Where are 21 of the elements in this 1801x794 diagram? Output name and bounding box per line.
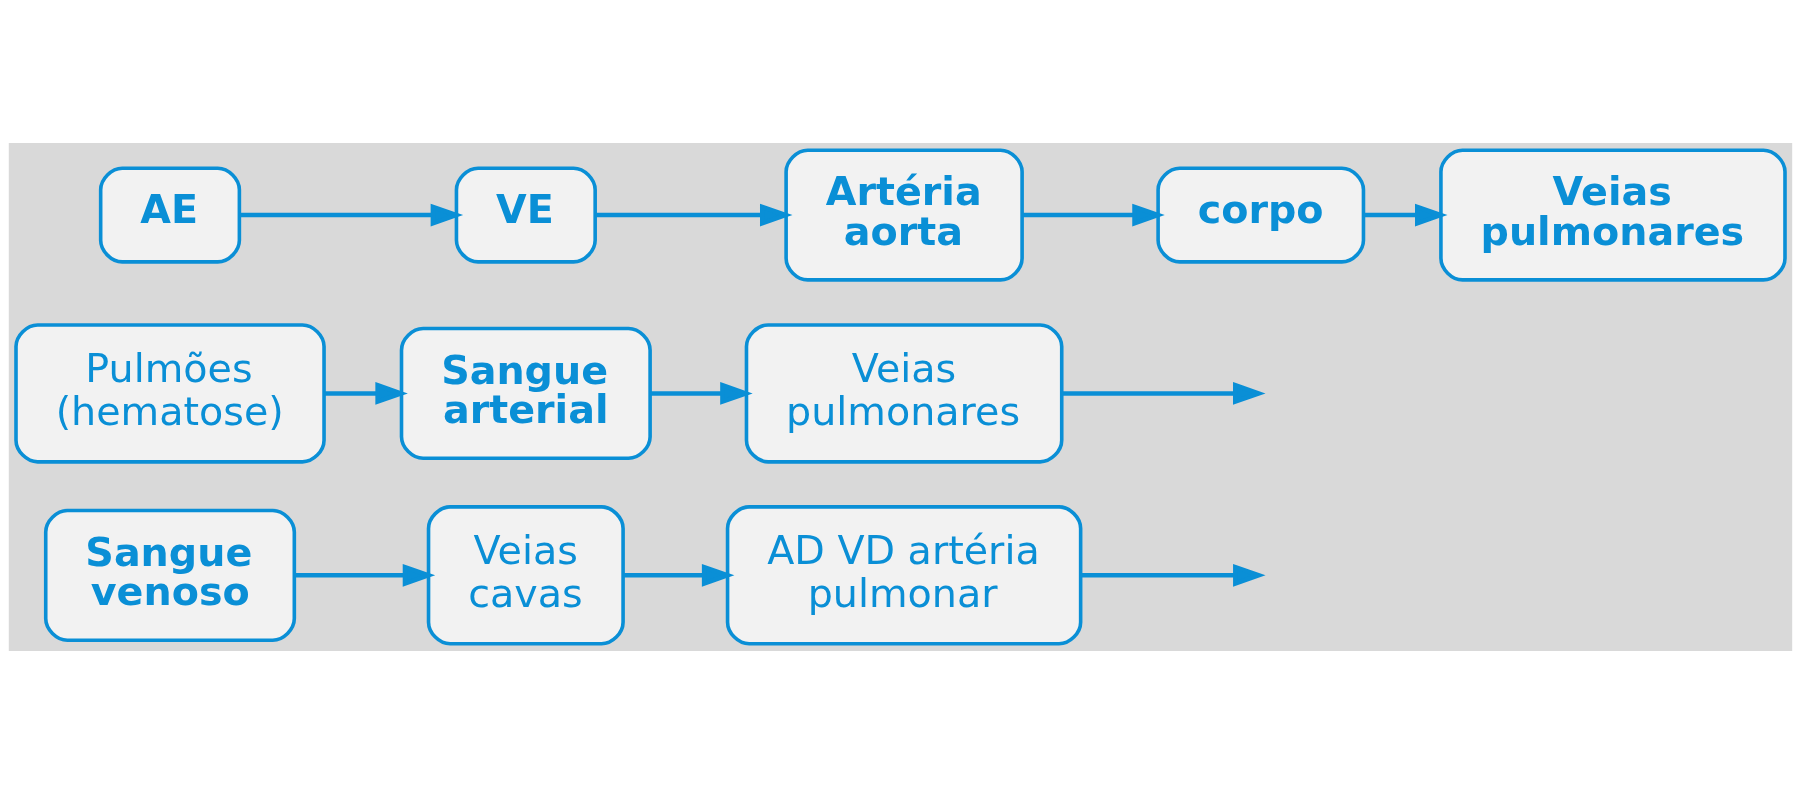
arrow: [239, 203, 464, 227]
arrow: [324, 382, 408, 405]
node-box: Pulmões (hematose): [14, 323, 326, 464]
arrow: [1363, 203, 1448, 227]
arrow: [1022, 203, 1165, 227]
arrow: [623, 563, 735, 587]
node-box: AD VD artéria pulmonar: [725, 505, 1083, 646]
node-box: AE: [98, 166, 242, 264]
arrow: [650, 382, 753, 405]
node-box: corpo: [1156, 166, 1366, 264]
node-box: Artéria aorta: [784, 148, 1024, 282]
arrow: [1061, 382, 1266, 405]
node-box: Veias pulmonares: [1439, 148, 1787, 282]
arrow: [595, 203, 793, 227]
node-box: Veias cavas: [426, 505, 625, 646]
node-box: VE: [454, 166, 597, 264]
node-box: Sangue venoso: [43, 508, 297, 642]
node-box: Sangue arterial: [399, 326, 652, 461]
node-box: Veias pulmonares: [744, 323, 1064, 464]
arrow: [294, 563, 436, 587]
arrow: [1080, 563, 1266, 587]
